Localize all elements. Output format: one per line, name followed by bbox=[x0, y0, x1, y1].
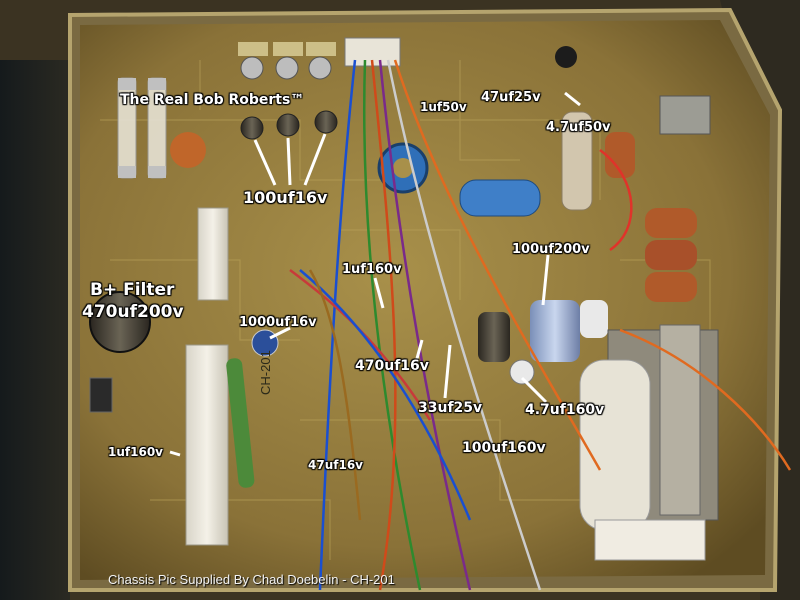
label-4-7uf160v: 4.7uf160v bbox=[525, 402, 605, 418]
flyback-transformer bbox=[579, 324, 719, 561]
fuses bbox=[117, 77, 167, 179]
b-plus-filter-capacitor bbox=[89, 291, 151, 353]
wire-harness bbox=[289, 59, 792, 591]
watermark-text: The Real Bob Roberts™ bbox=[120, 92, 305, 108]
label-100uf160v: 100uf160v bbox=[462, 440, 546, 456]
power-transistor bbox=[89, 377, 113, 413]
transistor-top bbox=[555, 46, 577, 68]
label-100uf200v: 100uf200v bbox=[512, 242, 590, 257]
label-47uf25v: 47uf25v bbox=[481, 90, 541, 105]
ceramic-resistor-lower bbox=[185, 344, 229, 546]
power-resistor-cylinder bbox=[561, 111, 593, 211]
label-1uf50v: 1uf50v bbox=[420, 100, 467, 114]
annotation-pointers bbox=[169, 91, 581, 457]
photo-credit: Chassis Pic Supplied By Chad Doebelin - … bbox=[108, 572, 395, 587]
label-47uf16v: 47uf16v bbox=[308, 458, 363, 472]
coil-component bbox=[659, 95, 711, 135]
label-4-7uf50v: 4.7uf50v bbox=[546, 120, 611, 135]
label-470uf16v: 470uf16v bbox=[355, 358, 429, 374]
board-model-print: CH-201 bbox=[258, 350, 273, 395]
brown-film-capacitors bbox=[605, 132, 697, 302]
label-33uf25v: 33uf25v bbox=[418, 400, 483, 416]
large-capacitors bbox=[478, 300, 608, 385]
blue-film-capacitor bbox=[459, 179, 541, 217]
disc-capacitor bbox=[170, 132, 206, 168]
label-1uf160v-upper: 1uf160v bbox=[342, 262, 402, 277]
label-1000uf16v: 1000uf16v bbox=[239, 315, 317, 330]
label-1uf160v-lower: 1uf160v bbox=[108, 445, 163, 459]
ceramic-resistor-upper bbox=[197, 207, 229, 301]
caps-100uf16v bbox=[240, 110, 338, 140]
trimmer-pots bbox=[238, 42, 336, 80]
label-470uf200v: 470uf200v bbox=[82, 302, 184, 322]
label-b-plus-filter: B+ Filter bbox=[90, 280, 175, 300]
green-resistor bbox=[226, 358, 255, 488]
heatsink-left bbox=[0, 60, 70, 600]
label-100uf16v: 100uf16v bbox=[243, 188, 328, 207]
